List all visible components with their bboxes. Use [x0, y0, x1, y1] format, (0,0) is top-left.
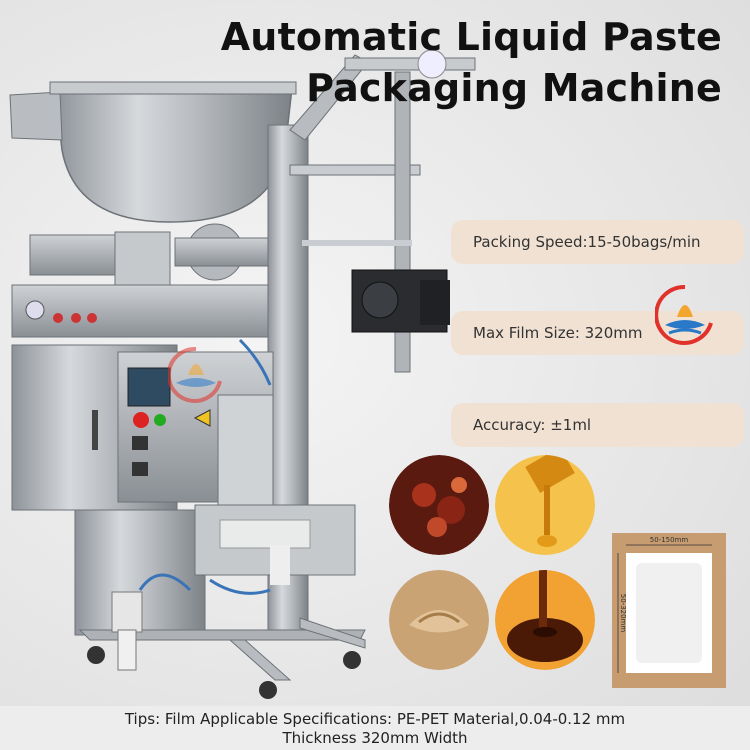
brand-logo-watermark-icon: [168, 346, 222, 403]
footer-line-1: Tips: Film Applicable Specifications: PE…: [124, 710, 626, 728]
pouch-height-label: 50-320mm: [619, 594, 627, 633]
spec-label: Packing Speed:15-50bags/min: [473, 233, 701, 251]
spec-pill-accuracy: Accuracy: ±1ml: [451, 403, 744, 447]
title-line-1: Automatic Liquid Paste: [220, 15, 722, 59]
footer-tips: Tips: Film Applicable Specifications: PE…: [0, 706, 750, 750]
footer-line-2: Thickness 320mm Width: [282, 729, 468, 747]
sample-honey-image: [495, 455, 595, 555]
brand-logo-icon: [655, 284, 713, 345]
spec-pill-film-size: Max Film Size: 320mm: [451, 311, 744, 355]
spec-label: Max Film Size: 320mm: [473, 324, 643, 342]
spec-pill-speed: Packing Speed:15-50bags/min: [451, 220, 744, 264]
pouch-size-diagram: 50-150mm 50-320mm: [612, 533, 726, 688]
sample-chili-sauce-image: [389, 455, 489, 555]
title-line-2: Packaging Machine: [306, 66, 722, 110]
pouch-width-label: 50-150mm: [650, 536, 689, 544]
page-title: Automatic Liquid Paste Packaging Machine: [221, 12, 722, 114]
spec-label: Accuracy: ±1ml: [473, 416, 592, 434]
sample-syrup-image: [495, 570, 595, 670]
sample-sesame-paste-image: [389, 570, 489, 670]
